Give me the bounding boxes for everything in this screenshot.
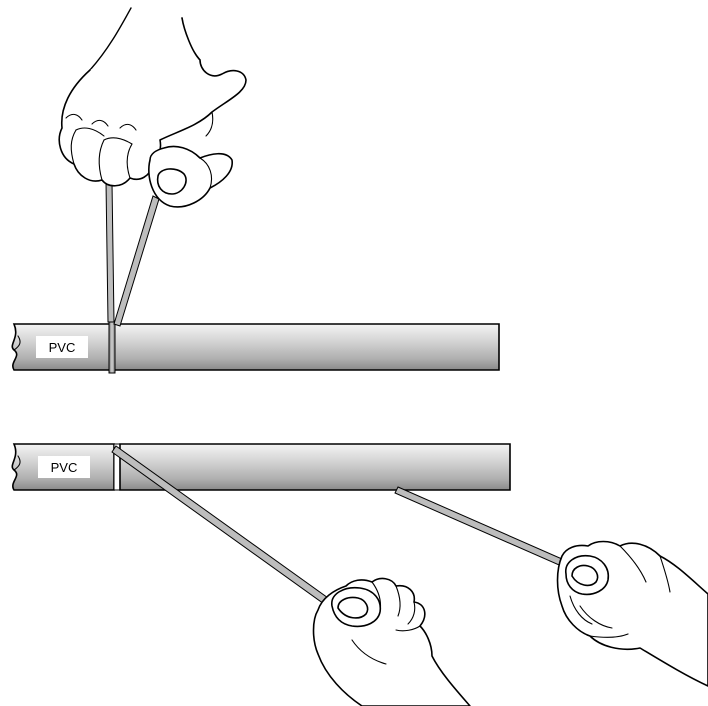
pvc-label-top: PVC [49, 340, 76, 355]
hand-top [58, 7, 247, 208]
top-scene: PVC [11, 7, 500, 374]
pvc-pipe-top: PVC [11, 320, 500, 374]
hand-bottom-left [312, 577, 471, 706]
pvc-label-box-top [36, 336, 88, 358]
pvc-label-bottom: PVC [51, 460, 78, 475]
bottom-scene: PVC [11, 443, 708, 706]
wire-loop-top [108, 320, 116, 374]
pvc-pipe-bottom: PVC [11, 443, 511, 491]
hand-bottom-right [556, 540, 708, 687]
pvc-label-box-bottom [38, 456, 90, 478]
wire-strands-top [105, 181, 160, 327]
